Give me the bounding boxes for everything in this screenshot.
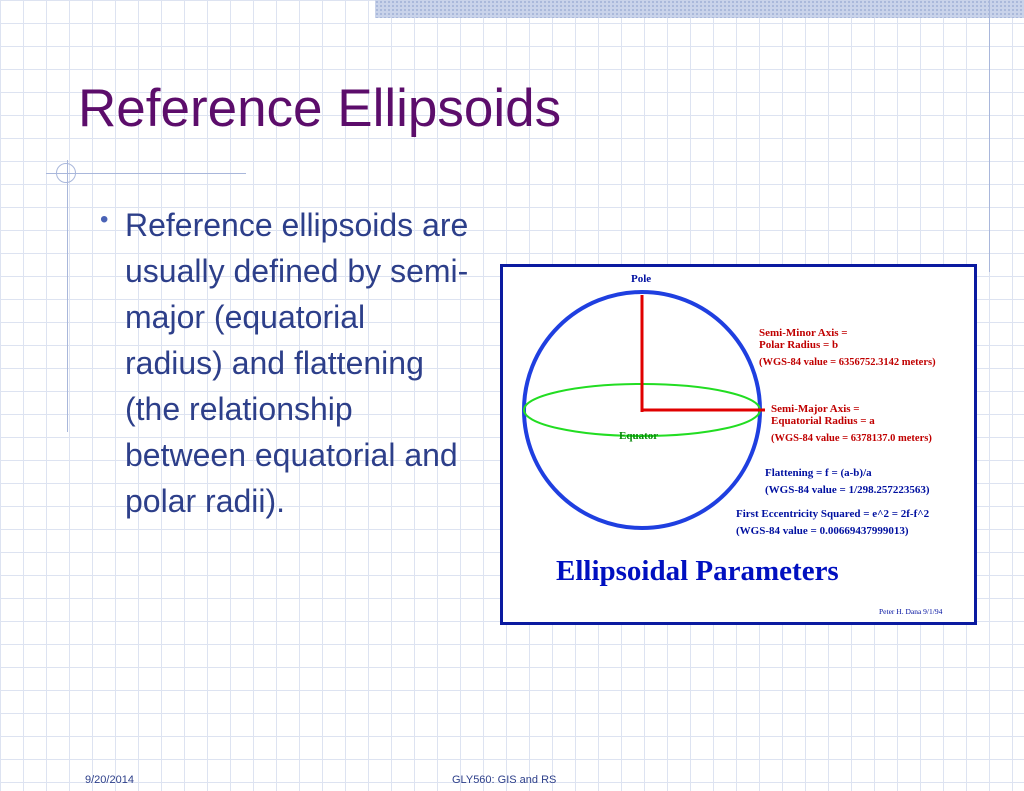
figure-credit: Peter H. Dana 9/1/94: [879, 607, 943, 616]
semi-minor-value: (WGS-84 value = 6356752.3142 meters): [759, 357, 936, 368]
figure-title: Ellipsoidal Parameters: [556, 555, 839, 587]
eccentricity-line: First Eccentricity Squared = e^2 = 2f-f^…: [736, 508, 930, 520]
flattening-value: (WGS-84 value = 1/298.257223563): [765, 484, 930, 496]
footer-date: 9/20/2014: [85, 774, 134, 786]
footer-course: GLY560: GIS and RS: [452, 774, 557, 786]
eccentricity-value: (WGS-84 value = 0.00669437999013): [736, 525, 909, 537]
pole-label: Pole: [631, 273, 651, 285]
flattening-line: Flattening = f = (a-b)/a: [765, 467, 872, 479]
title-underline: [46, 173, 246, 174]
slide-title: Reference Ellipsoids: [78, 79, 562, 138]
semi-major-line1: Semi-Major Axis =: [771, 403, 860, 415]
ellipsoid-diagram: Pole Equator Semi-Minor Axis = Polar Rad…: [522, 273, 943, 616]
bullet-text: Reference ellipsoids are usually defined…: [125, 207, 469, 519]
left-decorative-line: [67, 160, 68, 432]
ellipsoid-figure: Pole Equator Semi-Minor Axis = Polar Rad…: [500, 264, 977, 625]
equator-label: Equator: [619, 430, 658, 442]
top-pattern-band: [375, 0, 1024, 18]
bullet-dot-icon: •: [100, 206, 109, 233]
right-decorative-line: [989, 0, 990, 272]
semi-minor-line2: Polar Radius = b: [759, 339, 838, 351]
crosshair-circle-icon: [56, 163, 76, 183]
semi-minor-line1: Semi-Minor Axis =: [759, 327, 848, 339]
semi-major-value: (WGS-84 value = 6378137.0 meters): [771, 433, 932, 444]
semi-major-line2: Equatorial Radius = a: [771, 415, 875, 427]
